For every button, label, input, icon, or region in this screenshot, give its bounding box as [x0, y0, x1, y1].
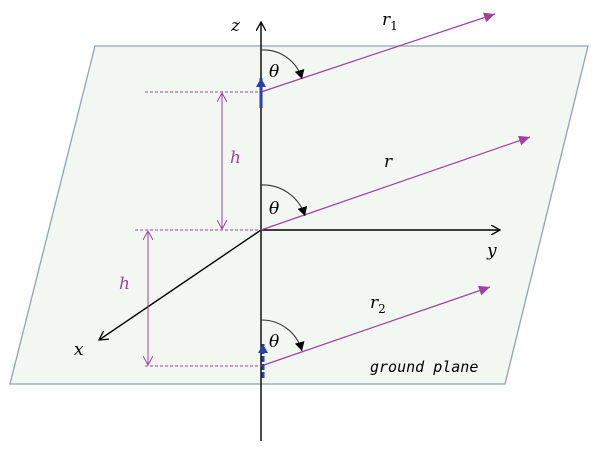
- y-label: y: [486, 241, 497, 261]
- r2-label: r2: [370, 293, 386, 316]
- theta-arc-middle: [260, 184, 308, 217]
- r1-label: r1: [382, 10, 398, 33]
- theta-label-upper: θ: [269, 62, 279, 82]
- theta-arc-upper: [260, 49, 305, 80]
- ground-plane: [9, 45, 589, 385]
- z-label: z: [230, 16, 241, 36]
- x-axis: [99, 229, 262, 340]
- h-label-upper: h: [230, 148, 241, 168]
- h-label-lower: h: [119, 274, 130, 294]
- theta-label-lower: θ: [269, 332, 279, 352]
- ray-r2: [260, 285, 491, 367]
- theta-arc-lower: [260, 319, 305, 352]
- theta-label-middle: θ: [269, 199, 279, 219]
- ground-plane-label: ground plane: [370, 358, 478, 376]
- ray-r1: [260, 12, 496, 93]
- r-label: r: [384, 152, 393, 172]
- x-label: x: [74, 340, 84, 360]
